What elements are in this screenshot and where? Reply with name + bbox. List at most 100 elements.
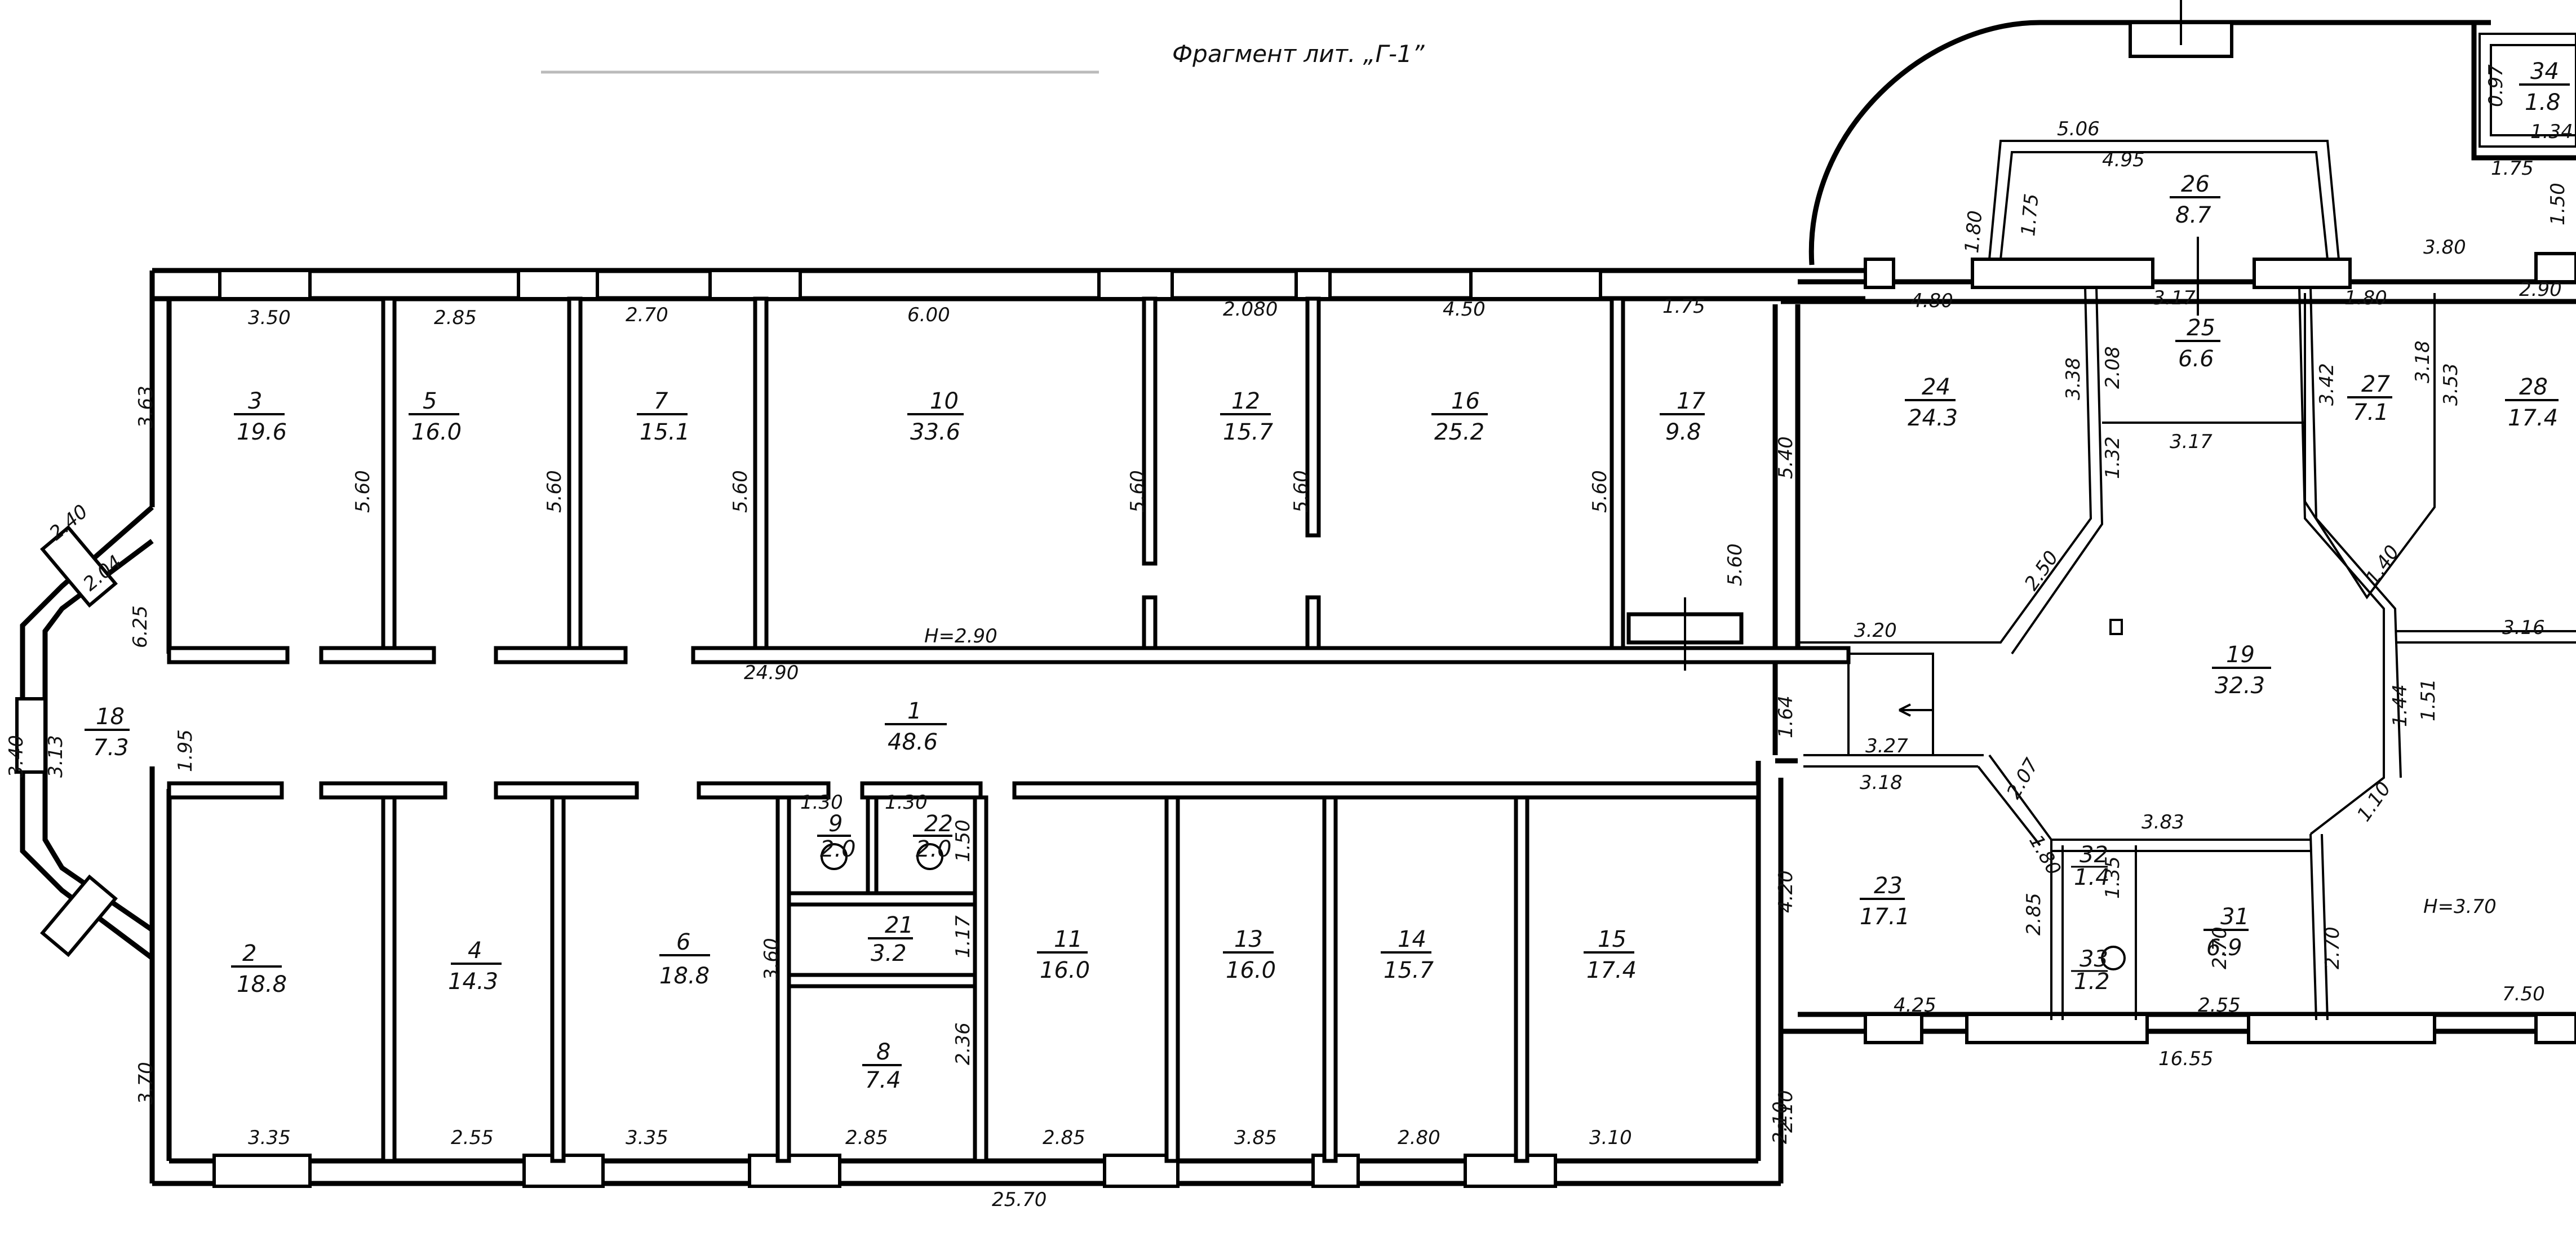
interior-walls-top [167,296,1851,664]
svg-text:3.20: 3.20 [1854,619,1897,642]
svg-text:17.4: 17.4 [1586,957,1637,983]
svg-text:5.60: 5.60 [1127,470,1149,513]
svg-text:1.8: 1.8 [2525,90,2561,116]
svg-text:7: 7 [654,388,668,414]
room-14-label: 14 15.7 [1381,926,1434,983]
svg-text:2.0: 2.0 [916,836,952,862]
svg-text:3: 3 [248,388,262,414]
svg-text:32: 32 [2080,842,2108,868]
svg-text:1.95: 1.95 [174,729,197,772]
svg-text:3.60: 3.60 [760,938,783,981]
svg-text:3.83: 3.83 [2142,811,2184,833]
room-23-label: 23 17.1 [1860,873,1910,930]
svg-text:21: 21 [885,912,914,938]
svg-text:9.8: 9.8 [1665,419,1701,445]
room-5-label: 5 16.0 [409,388,462,445]
svg-text:1.80: 1.80 [2344,287,2387,309]
svg-text:10: 10 [930,388,959,414]
svg-text:12: 12 [1231,388,1260,414]
svg-text:48.6: 48.6 [888,729,938,755]
svg-text:16.0: 16.0 [411,419,462,445]
svg-text:1.10: 1.10 [2353,778,2396,826]
svg-text:1.4: 1.4 [2074,864,2110,890]
svg-text:26: 26 [2181,171,2210,197]
svg-text:7.1: 7.1 [2353,400,2389,425]
svg-text:2.55: 2.55 [451,1127,494,1149]
svg-text:14.3: 14.3 [448,969,498,995]
svg-text:25.70: 25.70 [992,1189,1047,1211]
svg-text:2.080: 2.080 [1223,298,1278,321]
svg-text:8: 8 [876,1039,890,1065]
svg-text:5.60: 5.60 [1589,470,1611,513]
svg-text:5.06: 5.06 [2057,118,2100,140]
svg-text:3.80: 3.80 [2423,236,2466,259]
svg-text:32.3: 32.3 [2215,673,2265,699]
room-15-label: 15 17.4 [1584,926,1637,983]
svg-text:15: 15 [1598,926,1626,952]
svg-text:5.60: 5.60 [729,470,752,513]
svg-text:1.40: 1.40 [2361,541,2404,589]
svg-text:6: 6 [676,929,690,955]
svg-text:4.80: 4.80 [1910,290,1953,312]
room-12-label: 12 15.7 [1220,388,1274,445]
svg-text:25.2: 25.2 [1434,419,1484,445]
svg-text:8.7: 8.7 [2175,202,2211,228]
svg-text:1.51: 1.51 [2417,679,2440,721]
svg-text:15.7: 15.7 [1384,957,1434,983]
room-13-label: 13 16.0 [1223,926,1276,983]
svg-text:18.8: 18.8 [659,963,710,989]
svg-text:24.3: 24.3 [1908,405,1958,431]
svg-text:2.08: 2.08 [2101,346,2124,389]
svg-text:5.60: 5.60 [352,470,374,513]
svg-text:18.8: 18.8 [237,972,287,997]
room-8-label: 8 7.4 [862,1039,902,1093]
svg-text:22: 22 [924,811,953,837]
room-9-label: 9 2.0 [817,811,856,862]
svg-text:3.53: 3.53 [2440,363,2462,406]
room-27-label: 27 7.1 [2347,371,2392,425]
svg-text:3.17: 3.17 [2170,431,2213,453]
room-4-label: 4 14.3 [448,938,502,995]
svg-text:17.4: 17.4 [2508,405,2558,431]
room-22-label: 22 2.0 [913,811,953,862]
interior-walls-bottom [167,781,1761,1163]
dimension-labels: 3.50 2.85 2.70 6.00 2.080 4.50 1.75 4.80… [5,64,2573,1211]
svg-text:15.7: 15.7 [1223,419,1274,445]
top-windows [218,21,2576,300]
svg-text:1.44: 1.44 [2389,684,2411,727]
svg-text:1.35: 1.35 [2101,856,2124,899]
svg-text:2.55: 2.55 [2198,994,2241,1017]
svg-text:2.07: 2.07 [2002,755,2043,803]
room-3-label: 3 19.6 [234,388,287,445]
svg-text:0.97: 0.97 [2485,64,2507,107]
svg-text:4: 4 [468,938,482,964]
svg-text:3.18: 3.18 [1860,772,1903,794]
exterior-walls [149,20,2576,1186]
svg-text:3.38: 3.38 [2062,357,2085,400]
svg-text:1: 1 [907,698,921,724]
svg-text:3.18: 3.18 [2411,340,2434,383]
svg-text:4.50: 4.50 [1443,298,1486,321]
svg-text:3.16: 3.16 [2502,617,2545,639]
svg-text:2.70: 2.70 [2321,926,2344,969]
svg-text:3.35: 3.35 [626,1127,668,1149]
svg-text:7.4: 7.4 [865,1067,901,1093]
room-18-label: 18 7.3 [85,704,130,761]
svg-text:2.70: 2.70 [626,304,668,326]
svg-text:1.2: 1.2 [2074,969,2110,995]
svg-text:3.17: 3.17 [2153,287,2196,309]
svg-text:6.6: 6.6 [2178,346,2214,372]
svg-text:5.60: 5.60 [543,470,566,513]
room-33-label: 33 1.2 [2071,946,2110,995]
svg-text:11: 11 [1054,926,1083,952]
svg-text:2.36: 2.36 [952,1022,974,1065]
svg-text:H=3.70: H=3.70 [2423,895,2497,918]
svg-text:3.40: 3.40 [5,735,28,778]
svg-text:3.70: 3.70 [135,1062,157,1105]
svg-text:16.0: 16.0 [1226,957,1276,983]
svg-text:3.50: 3.50 [248,307,291,329]
room-31-label: 31 6.9 [2203,904,2249,961]
room-28-label: 28 17.4 [2505,374,2559,431]
room-10-label: 10 33.6 [907,388,964,445]
svg-text:1.30: 1.30 [800,791,843,814]
